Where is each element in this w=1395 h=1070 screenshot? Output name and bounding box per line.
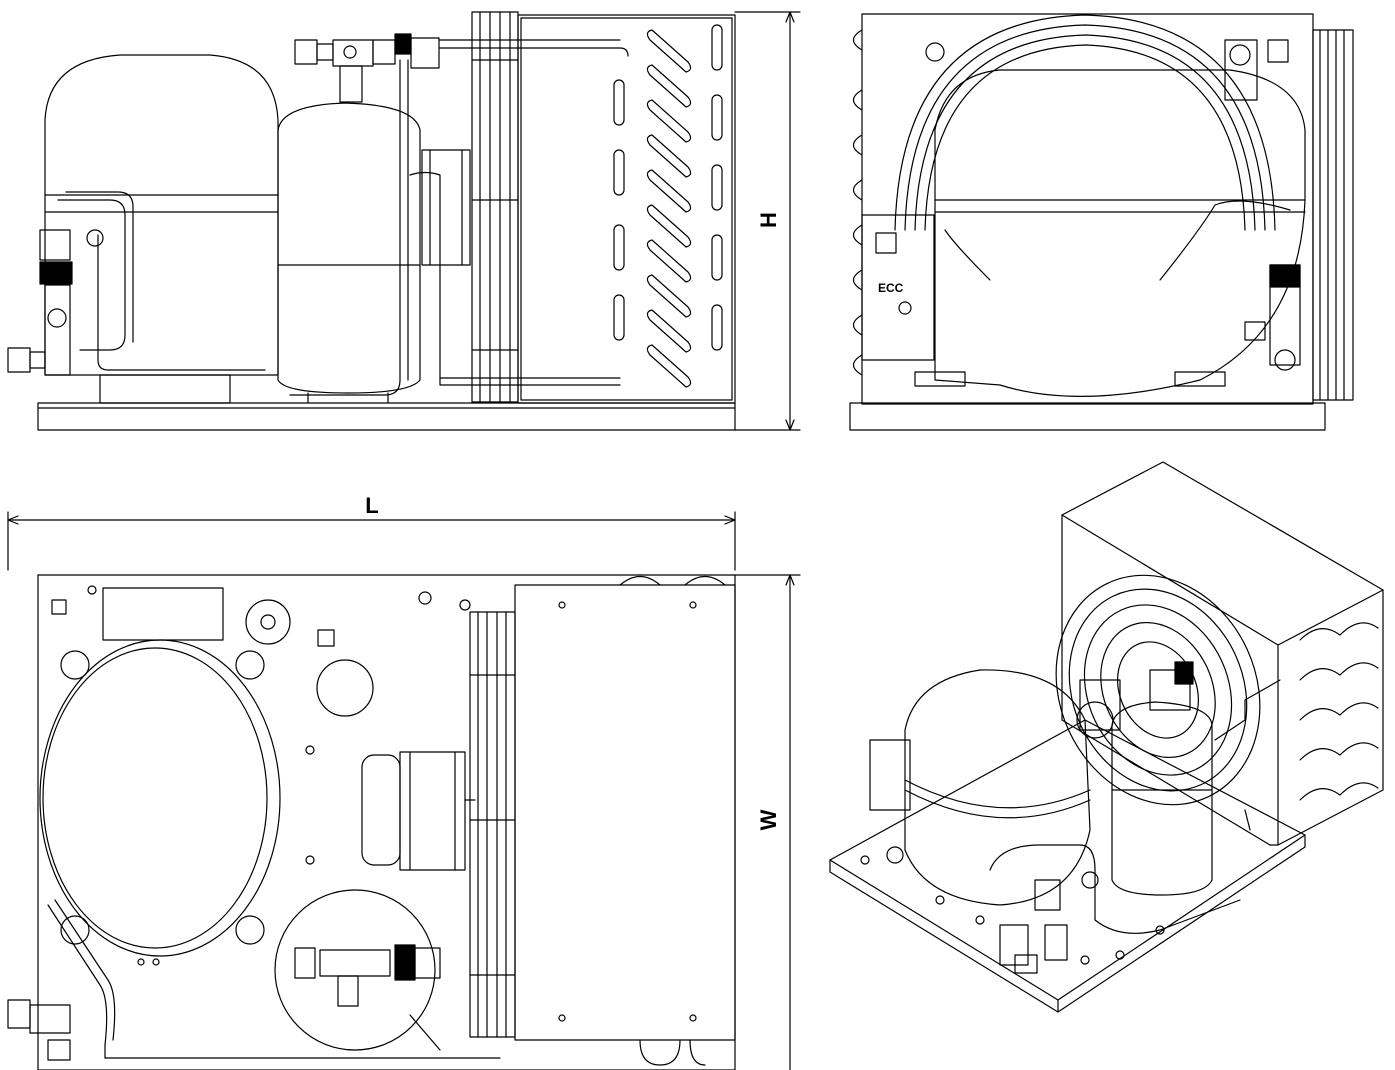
front-view: H xyxy=(8,12,800,430)
iso-receiver xyxy=(1112,702,1212,895)
height-label: H xyxy=(756,212,781,228)
side-base-plate xyxy=(850,403,1325,430)
top-fan-motor xyxy=(362,752,475,870)
top-condenser xyxy=(515,577,735,1066)
compressor xyxy=(45,55,278,403)
left-valves xyxy=(8,230,72,375)
top-fan-guard xyxy=(470,612,515,1037)
top-compressor xyxy=(40,640,280,956)
side-compressor xyxy=(935,70,1305,396)
length-dimension xyxy=(8,512,735,570)
side-terminal-box: ECC xyxy=(862,215,934,360)
fan-motor xyxy=(422,150,470,265)
top-terminal-box xyxy=(52,588,334,646)
side-left-fins xyxy=(854,30,863,375)
iso-base-plate xyxy=(830,720,1305,1012)
service-valve xyxy=(295,34,439,102)
svg-text:ECC: ECC xyxy=(878,281,904,295)
top-receiver xyxy=(275,890,440,1050)
side-right-coil xyxy=(1313,30,1353,400)
piping xyxy=(58,40,628,395)
width-dimension xyxy=(735,575,800,1070)
receiver-tank xyxy=(278,103,420,403)
top-view: L xyxy=(8,493,800,1070)
height-dimension xyxy=(735,12,800,430)
condenser xyxy=(518,15,735,403)
iso-compressor xyxy=(905,670,1090,905)
fan-guard xyxy=(472,12,518,402)
side-valves xyxy=(1225,40,1300,370)
width-label: W xyxy=(756,809,781,830)
side-view: ECC xyxy=(850,14,1353,430)
condenser-slots xyxy=(614,25,722,387)
iso-condenser-box xyxy=(1062,462,1383,845)
base-plate xyxy=(38,403,735,430)
side-fan-guard xyxy=(895,15,1275,230)
isometric-view xyxy=(830,462,1383,1012)
length-label: L xyxy=(365,493,378,518)
